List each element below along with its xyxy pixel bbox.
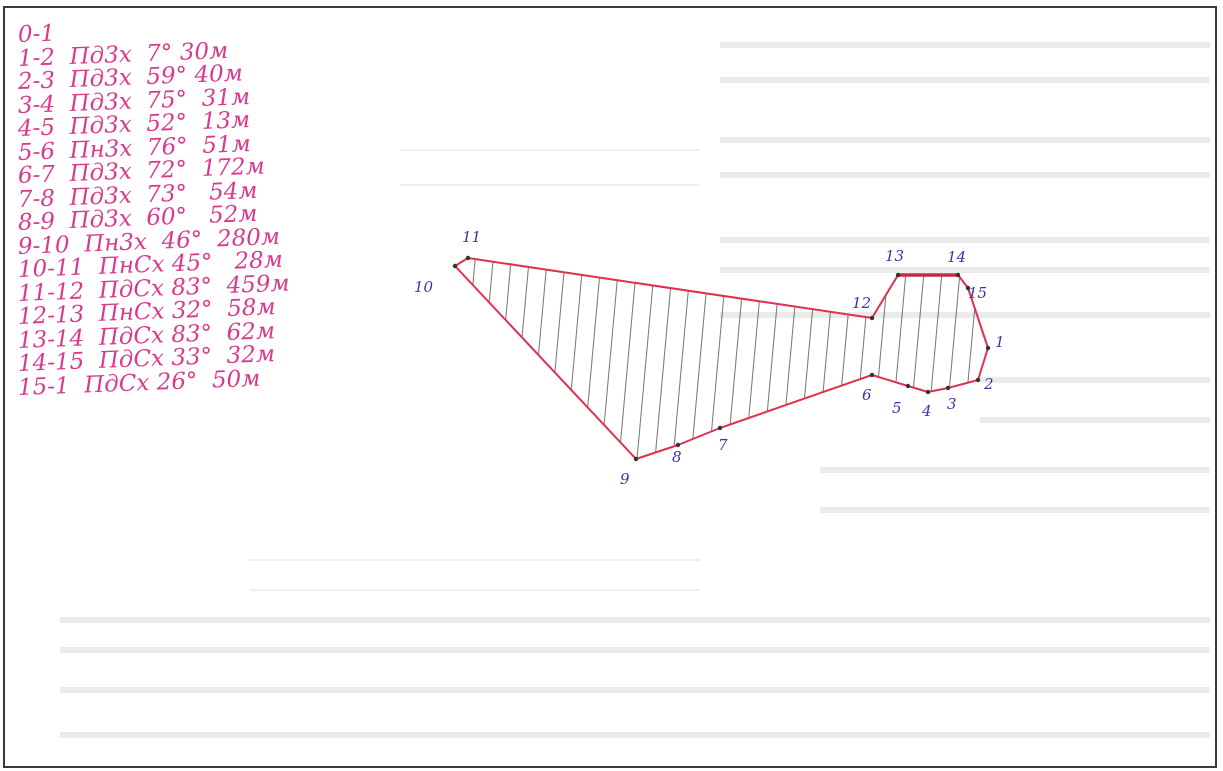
vertex-markers [452, 255, 991, 462]
vertex-label-14: 14 [947, 248, 966, 266]
vertex-label-12: 12 [852, 294, 871, 312]
vertex-label-8: 8 [672, 448, 682, 466]
vertex-label-7: 7 [718, 436, 728, 454]
vertex-label-10: 10 [414, 278, 434, 296]
vertex-label-1: 1 [995, 333, 1005, 351]
vertex-labels: 1 2 3 4 5 6 7 8 9 10 11 12 13 14 15 [414, 228, 1005, 488]
vertex-label-13: 13 [885, 247, 904, 265]
vertex-label-6: 6 [862, 386, 872, 404]
vertex-label-4: 4 [921, 402, 932, 420]
vertex-label-3: 3 [947, 395, 957, 413]
vertex-label-5: 5 [892, 399, 902, 417]
vertex-label-15: 15 [968, 284, 987, 302]
vertex-label-9: 9 [620, 470, 630, 488]
hatching [455, 258, 988, 459]
page-border [3, 6, 1217, 768]
vertex-label-11: 11 [462, 228, 481, 246]
vertex-label-2: 2 [983, 375, 994, 393]
